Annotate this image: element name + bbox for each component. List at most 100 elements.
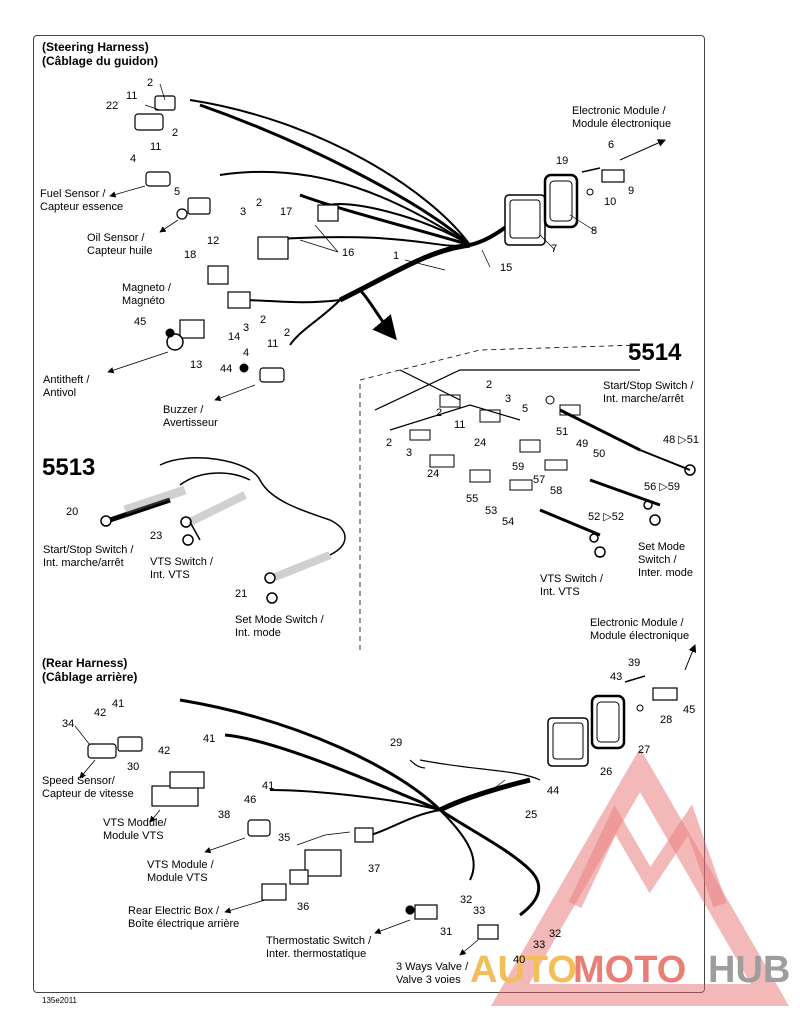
label-start-stop-5514-fr: Int. marche/arrêt bbox=[603, 393, 684, 405]
callout: 59 bbox=[512, 461, 524, 473]
label-3-way-valve-fr: Valve 3 voies bbox=[396, 974, 461, 986]
callout: 42 bbox=[158, 745, 170, 757]
callout: 16 bbox=[342, 247, 354, 259]
callout: 24 bbox=[474, 437, 486, 449]
figure-code: 135e2011 bbox=[42, 996, 78, 1005]
callout: 23 bbox=[150, 530, 162, 542]
callout: 11 bbox=[126, 90, 137, 102]
callout: 8 bbox=[591, 225, 597, 237]
callout: 18 bbox=[184, 249, 196, 261]
callout: 58 bbox=[550, 485, 562, 497]
callout: 57 bbox=[533, 474, 545, 486]
panel-5514 bbox=[359, 344, 696, 650]
rear-header-en: (Rear Harness) bbox=[42, 656, 127, 670]
callout: 2 bbox=[386, 437, 392, 449]
callout: 40 bbox=[513, 954, 525, 966]
callout: 4 bbox=[243, 347, 249, 359]
label-vts-switch-5513-fr: Int. VTS bbox=[150, 569, 190, 581]
steering-harness bbox=[107, 83, 666, 402]
label-3-way-valve-en: 3 Ways Valve / bbox=[396, 961, 469, 973]
callout: 35 bbox=[278, 832, 290, 844]
callout: 49 bbox=[576, 438, 588, 450]
callout: 2 bbox=[172, 127, 178, 139]
callout: 39 bbox=[628, 657, 640, 669]
label-fuel-sensor-fr: Capteur essence bbox=[40, 201, 123, 213]
callout: 42 bbox=[94, 707, 106, 719]
watermark-moto: MOTO bbox=[573, 949, 686, 991]
callout: 7 bbox=[551, 243, 557, 255]
label-antitheft-fr: Antivol bbox=[43, 387, 76, 399]
label-speed-sensor-en: Speed Sensor/ bbox=[42, 775, 116, 787]
callout: 32 bbox=[460, 894, 472, 906]
callout: 53 bbox=[485, 505, 497, 517]
callout: 4 bbox=[130, 153, 136, 165]
diagram-frame bbox=[33, 35, 705, 993]
callout: 55 bbox=[466, 493, 478, 505]
callout: 37 bbox=[368, 863, 380, 875]
steering-header-fr: (Câblage du guidon) bbox=[42, 54, 158, 68]
callout: 46 bbox=[244, 794, 256, 806]
label-rear-electric-box-en: Rear Electric Box / bbox=[128, 905, 220, 917]
callout: 17 bbox=[280, 206, 292, 218]
callout: 32 bbox=[549, 928, 561, 940]
rear-header-fr: (Câblage arrière) bbox=[42, 670, 137, 684]
label-oil-sensor-fr: Capteur huile bbox=[87, 245, 152, 257]
callout: 34 bbox=[62, 718, 74, 730]
callout: 56 ▷59 bbox=[644, 481, 680, 493]
callout: 14 bbox=[228, 331, 240, 343]
label-vts-switch-5514-fr: Int. VTS bbox=[540, 586, 580, 598]
callout: 12 bbox=[207, 235, 219, 247]
callout: 26 bbox=[600, 766, 612, 778]
callout: 21 bbox=[235, 588, 247, 600]
label-set-mode-5514-1: Set Mode bbox=[638, 541, 685, 553]
label-vts-module-1-fr: Module VTS bbox=[103, 830, 164, 842]
callout: 2 bbox=[256, 197, 262, 209]
label-electronic-module-en: Electronic Module / bbox=[572, 105, 666, 117]
callout: 31 bbox=[440, 926, 452, 938]
callout: 5 bbox=[174, 186, 180, 198]
callout: 44 bbox=[547, 785, 559, 797]
label-thermostatic-switch-fr: Inter. thermostatique bbox=[266, 948, 366, 960]
callout: 11 bbox=[267, 338, 278, 350]
steering-header-en: (Steering Harness) bbox=[42, 40, 149, 54]
callout: 2 bbox=[486, 379, 492, 391]
callout: 50 bbox=[593, 448, 605, 460]
callout: 1 bbox=[393, 250, 399, 262]
label-fuel-sensor-en: Fuel Sensor / bbox=[40, 188, 106, 200]
section-5514: 5514 bbox=[628, 339, 682, 366]
callout: 44 bbox=[220, 363, 232, 375]
callout: 52 ▷52 bbox=[588, 511, 624, 523]
label-electronic-module-fr: Module électronique bbox=[572, 118, 671, 130]
label-set-mode-5513-fr: Int. mode bbox=[235, 627, 281, 639]
callout: 27 bbox=[638, 744, 650, 756]
callout: 13 bbox=[190, 359, 202, 371]
label-start-stop-5513-fr: Int. marche/arrêt bbox=[43, 557, 124, 569]
label-vts-switch-5513-en: VTS Switch / bbox=[150, 556, 214, 568]
label-vts-module-2-fr: Module VTS bbox=[147, 872, 208, 884]
callout-numbers: 2 11 22 2 11 4 5 2 3 17 12 18 16 1 15 7 … bbox=[62, 77, 699, 966]
callout: 10 bbox=[604, 196, 616, 208]
panel-5513 bbox=[100, 457, 346, 604]
label-vts-module-2-en: VTS Module / bbox=[147, 859, 215, 871]
part-labels: Electronic Module / Module électronique … bbox=[40, 105, 694, 986]
callout: 9 bbox=[628, 185, 634, 197]
callout: 43 bbox=[610, 671, 622, 683]
callout: 11 bbox=[150, 141, 161, 153]
callout: 33 bbox=[473, 905, 485, 917]
callout: 20 bbox=[66, 506, 78, 518]
callout: 41 bbox=[203, 733, 215, 745]
label-oil-sensor-en: Oil Sensor / bbox=[87, 232, 145, 244]
callout: 51 bbox=[556, 426, 568, 438]
label-rear-electric-box-fr: Boîte électrique arrière bbox=[128, 918, 239, 930]
callout: 45 bbox=[683, 704, 695, 716]
watermark-hub: HUB bbox=[708, 949, 790, 991]
label-start-stop-5513-en: Start/Stop Switch / bbox=[43, 544, 134, 556]
callout: 5 bbox=[522, 403, 528, 415]
callout: 36 bbox=[297, 901, 309, 913]
label-set-mode-5514-2: Switch / bbox=[638, 554, 677, 566]
callout: 2 bbox=[284, 327, 290, 339]
callout: 38 bbox=[218, 809, 230, 821]
callout: 3 bbox=[243, 322, 249, 334]
callout: 30 bbox=[127, 761, 139, 773]
